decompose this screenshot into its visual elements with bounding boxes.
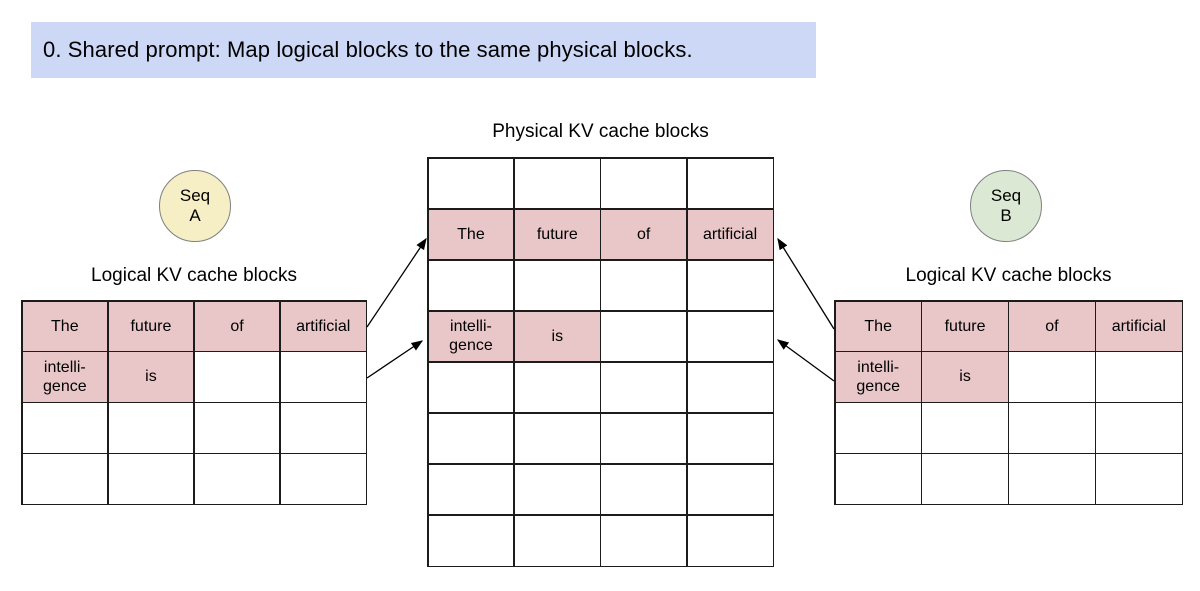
kv-empty-cell	[601, 413, 687, 464]
kv-empty-cell	[601, 311, 687, 362]
kv-empty-cell	[514, 515, 600, 566]
arrow-seqB-block1-to-physical	[776, 339, 835, 382]
kv-empty-cell	[514, 413, 600, 464]
kv-empty-cell	[514, 362, 600, 413]
kv-token-cell: of	[601, 209, 687, 260]
kv-empty-cell	[835, 403, 921, 453]
kv-token-cell: future	[922, 301, 1008, 351]
title-banner: 0. Shared prompt: Map logical blocks to …	[31, 22, 816, 78]
kv-empty-cell	[280, 454, 366, 504]
kv-empty-cell	[428, 260, 514, 311]
kv-empty-cell	[428, 464, 514, 515]
kv-token-cell: artificial	[280, 301, 366, 351]
kv-empty-cell	[1009, 403, 1095, 453]
kv-empty-cell	[1096, 352, 1182, 402]
kv-token-cell: of	[194, 301, 280, 351]
kv-token-cell: The	[835, 301, 921, 351]
kv-empty-cell	[280, 403, 366, 453]
kv-token-cell: future	[108, 301, 194, 351]
kv-token-cell: of	[1009, 301, 1095, 351]
kv-token-cell: The	[22, 301, 108, 351]
kv-empty-cell	[514, 158, 600, 209]
arrow-seqB-block0-to-physical	[777, 237, 835, 330]
arrow-seqA-block0-to-physical	[366, 237, 427, 328]
kv-empty-cell	[108, 454, 194, 504]
kv-empty-cell	[601, 515, 687, 566]
kv-empty-cell	[601, 362, 687, 413]
title-text: 0. Shared prompt: Map logical blocks to …	[43, 37, 693, 62]
kv-empty-cell	[22, 454, 108, 504]
kv-empty-cell	[1096, 403, 1182, 453]
kv-token-cell: intelli- gence	[428, 311, 514, 362]
kv-empty-cell	[922, 403, 1008, 453]
kv-empty-cell	[601, 260, 687, 311]
kv-empty-cell	[194, 454, 280, 504]
seq-a-label: Seq A	[179, 185, 211, 225]
kv-empty-cell	[687, 158, 773, 209]
kv-token-cell: artificial	[687, 209, 773, 260]
seq-a-badge: Seq A	[159, 170, 231, 242]
seq-b-logical-blocks-title: Logical KV cache blocks	[905, 265, 1112, 286]
kv-empty-cell	[687, 515, 773, 566]
seq-a-logical-blocks-title: Logical KV cache blocks	[91, 265, 297, 286]
kv-empty-cell	[687, 413, 773, 464]
kv-empty-cell	[22, 403, 108, 453]
kv-token-cell: is	[922, 352, 1008, 402]
kv-empty-cell	[601, 464, 687, 515]
kv-empty-cell	[835, 454, 921, 504]
kv-empty-cell	[1096, 454, 1182, 504]
kv-empty-cell	[1009, 352, 1095, 402]
kv-empty-cell	[428, 362, 514, 413]
arrow-seqA-block1-to-physical	[366, 340, 424, 379]
kv-empty-cell	[922, 454, 1008, 504]
kv-empty-cell	[1009, 454, 1095, 504]
kv-token-cell: The	[428, 209, 514, 260]
kv-empty-cell	[601, 158, 687, 209]
kv-empty-cell	[687, 362, 773, 413]
kv-empty-cell	[514, 464, 600, 515]
kv-empty-cell	[108, 403, 194, 453]
kv-empty-cell	[428, 158, 514, 209]
kv-token-cell: artificial	[1096, 301, 1182, 351]
kv-empty-cell	[687, 464, 773, 515]
seq-b-label: Seq B	[990, 185, 1022, 225]
kv-token-cell: future	[514, 209, 600, 260]
kv-empty-cell	[428, 413, 514, 464]
kv-token-cell: intelli- gence	[22, 352, 108, 402]
kv-token-cell: is	[108, 352, 194, 402]
physical-blocks-title: Physical KV cache blocks	[492, 121, 709, 142]
kv-empty-cell	[687, 311, 773, 362]
kv-token-cell: is	[514, 311, 600, 362]
kv-token-cell: intelli- gence	[835, 352, 921, 402]
kv-empty-cell	[194, 403, 280, 453]
kv-empty-cell	[687, 260, 773, 311]
kv-empty-cell	[194, 352, 280, 402]
seq-b-badge: Seq B	[970, 170, 1042, 242]
kv-empty-cell	[514, 260, 600, 311]
kv-empty-cell	[280, 352, 366, 402]
kv-empty-cell	[428, 515, 514, 566]
